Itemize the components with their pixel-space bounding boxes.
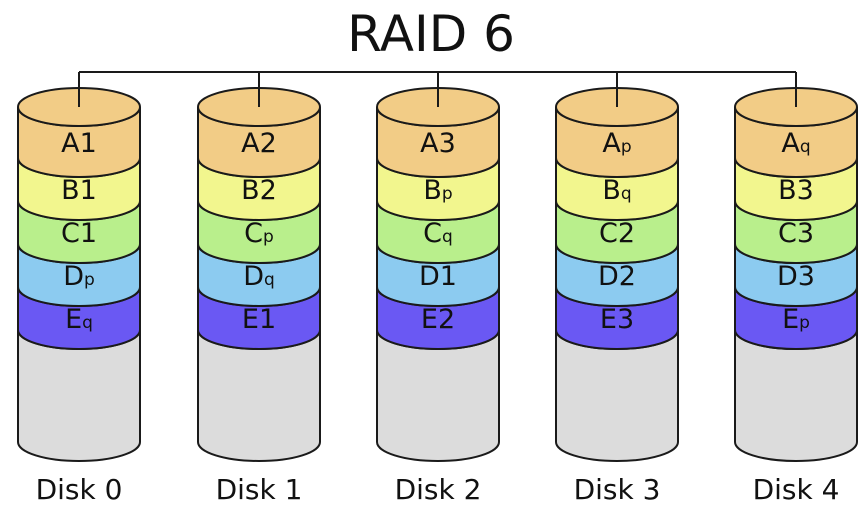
diagram-title: RAID 6	[347, 5, 515, 63]
disk-label-0: Disk 0	[35, 473, 123, 506]
block-label-d1: D1	[419, 261, 457, 292]
disk-label-3: Disk 3	[573, 473, 661, 506]
block-label-c2: C2	[599, 218, 635, 249]
disk-label-1: Disk 1	[215, 473, 303, 506]
block-label-b2: B2	[241, 175, 277, 206]
block-label-bp: Bp	[423, 175, 452, 206]
block-label-c1: C1	[61, 218, 97, 249]
block-label-ap: Ap	[602, 128, 631, 159]
block-label-d2: D2	[598, 261, 636, 292]
block-label-ep: Ep	[782, 304, 810, 335]
block-label-d3: D3	[777, 261, 815, 292]
block-label-b3: B3	[778, 175, 814, 206]
block-label-e3: E3	[600, 304, 634, 335]
disk-label-2: Disk 2	[394, 473, 482, 506]
block-label-eq: Eq	[65, 304, 93, 335]
disk-label-4: Disk 4	[752, 473, 840, 506]
block-label-dp: Dp	[63, 261, 95, 292]
block-label-dq: Dq	[243, 261, 275, 292]
block-label-b1: B1	[61, 175, 97, 206]
block-label-a3: A3	[420, 128, 456, 159]
block-label-aq: Aq	[781, 128, 810, 159]
block-label-a2: A2	[241, 128, 277, 159]
block-label-a1: A1	[61, 128, 97, 159]
block-label-bq: Bq	[602, 175, 631, 206]
block-label-c3: C3	[778, 218, 814, 249]
block-label-cq: Cq	[423, 218, 453, 249]
block-label-cp: Cp	[244, 218, 274, 249]
block-label-e2: E2	[421, 304, 455, 335]
block-label-e1: E1	[242, 304, 276, 335]
